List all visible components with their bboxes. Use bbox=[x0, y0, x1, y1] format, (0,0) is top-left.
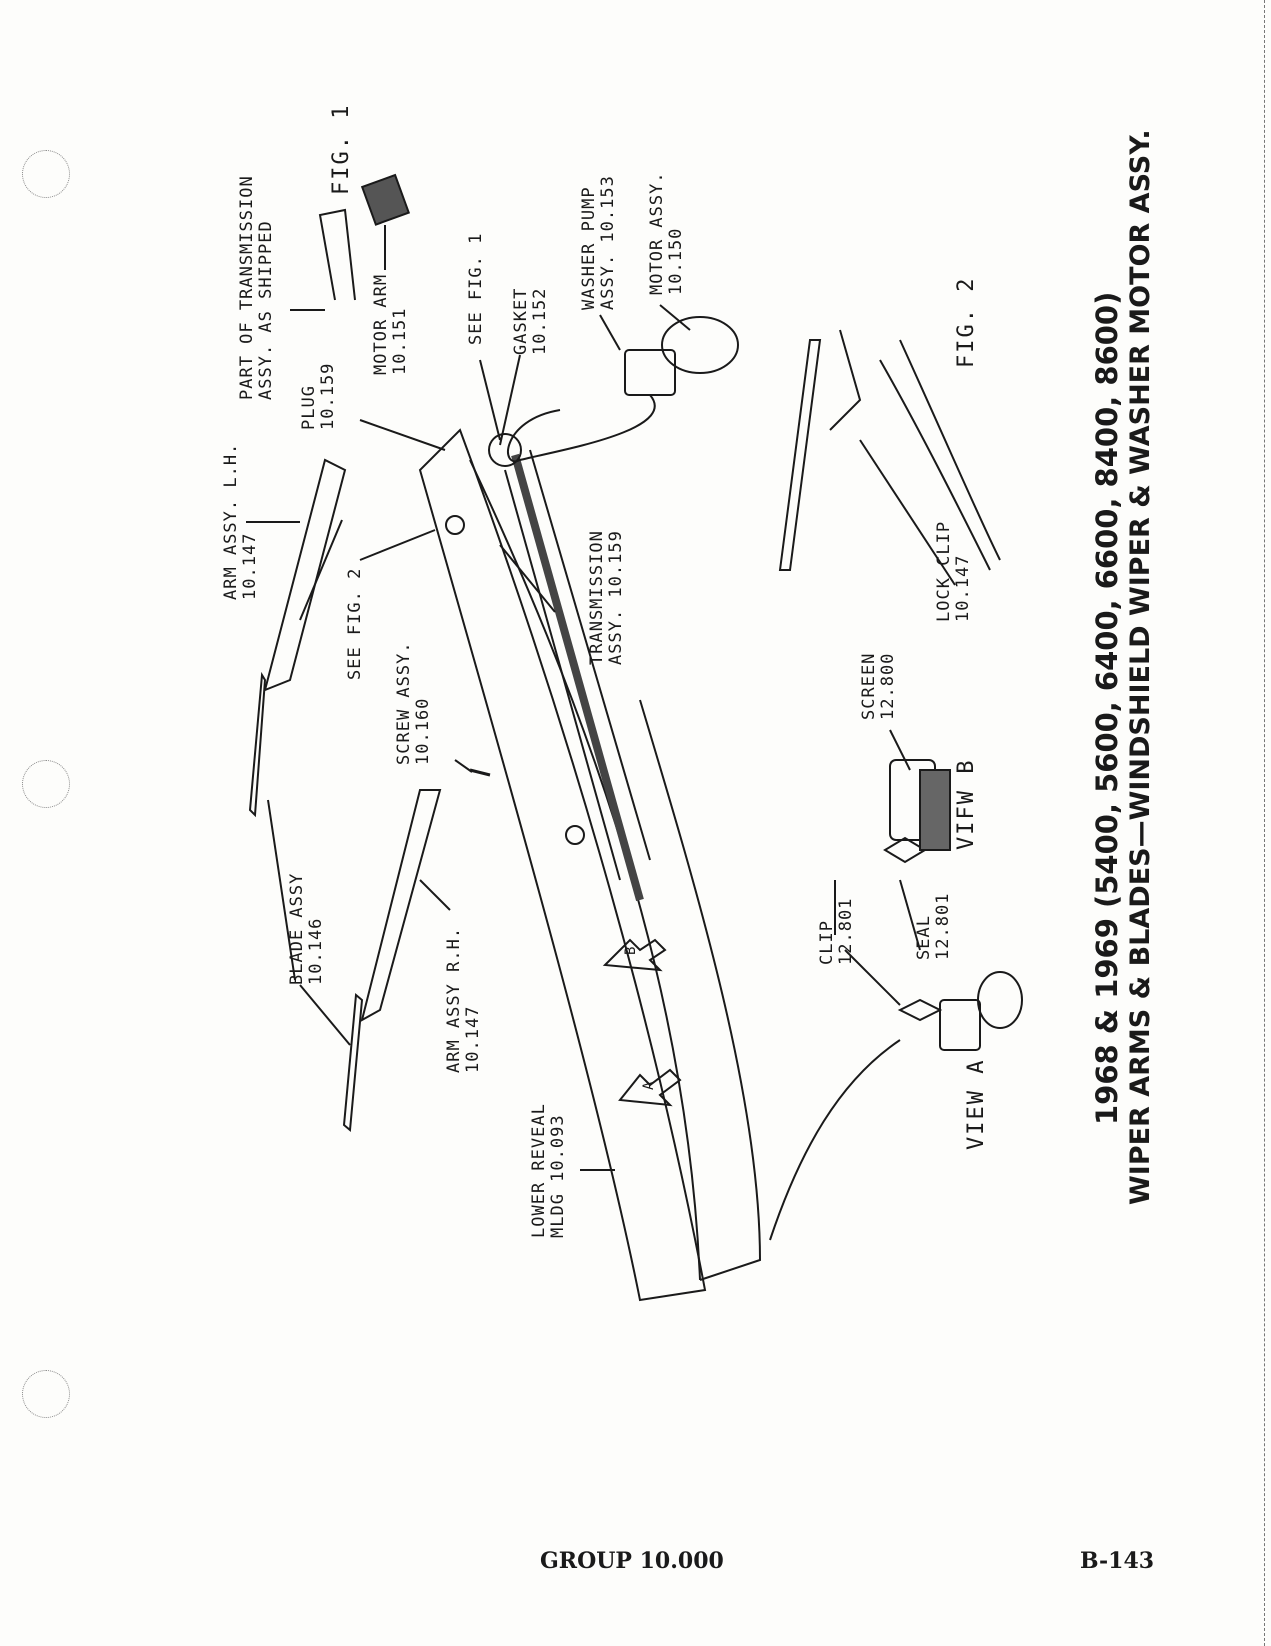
blade-rh bbox=[342, 993, 364, 1132]
callout-screen: SCREEN 12.800 bbox=[859, 652, 898, 720]
view-a-seal bbox=[939, 999, 981, 1051]
fig2-label: FIG. 2 bbox=[954, 276, 979, 368]
gasket-ring bbox=[488, 433, 522, 467]
callout-blade-assy-line2: 10.146 bbox=[306, 917, 326, 985]
callout-plug-line2: 10.159 bbox=[318, 362, 338, 430]
washer-pump-body bbox=[624, 349, 676, 396]
callout-see-fig-1-text: SEE FIG. 1 bbox=[466, 232, 486, 345]
pivot-right bbox=[565, 825, 585, 845]
transmission-linkage bbox=[511, 453, 644, 902]
callout-motor-arm: MOTOR ARM 10.151 bbox=[371, 273, 410, 375]
arrow-a-letter-text: A bbox=[641, 1080, 657, 1090]
callout-clip-line2: 12.801 bbox=[836, 897, 856, 965]
view-a-clip bbox=[897, 998, 943, 1022]
callout-arm-rh-line1: ARM ASSY R.H. bbox=[444, 926, 464, 1073]
callout-motor-assy-line2: 10.150 bbox=[666, 227, 686, 295]
view-b-label-text: VIFW B bbox=[954, 758, 979, 850]
callout-screen-line1: SCREEN bbox=[859, 652, 879, 720]
fig1-motor-arm bbox=[360, 173, 411, 226]
page-number: B-143 bbox=[1080, 1548, 1155, 1574]
callout-screw-assy-line1: SCREW ASSY. bbox=[394, 641, 414, 765]
callout-blade-assy: BLADE ASSY 10.146 bbox=[287, 872, 326, 985]
callout-transmission-line2: ASSY. 10.159 bbox=[606, 530, 626, 665]
callout-gasket-line2: 10.152 bbox=[530, 287, 550, 355]
callout-gasket: GASKET 10.152 bbox=[511, 287, 550, 355]
callout-part-of-transmission-line2: ASSY. AS SHIPPED bbox=[256, 220, 276, 400]
view-a-label: VIEW A bbox=[964, 1058, 989, 1150]
callout-part-of-transmission-line1: PART OF TRANSMISSION bbox=[237, 175, 257, 400]
binder-hole-top bbox=[22, 150, 70, 198]
arm-rh bbox=[360, 789, 442, 1022]
callout-seal-line2: 12.801 bbox=[933, 892, 953, 960]
callout-see-fig-1: SEE FIG. 1 bbox=[466, 232, 486, 345]
callout-screw-assy: SCREW ASSY. 10.160 bbox=[394, 641, 433, 765]
page-title-line1: 1968 & 1969 (5400, 5600, 6400, 6600, 840… bbox=[1090, 291, 1124, 1125]
body-contour bbox=[769, 1039, 901, 1241]
callout-washer-pump: WASHER PUMP ASSY. 10.153 bbox=[579, 175, 618, 310]
callout-seal-line1: SEAL bbox=[914, 915, 934, 960]
callout-lock-clip: LOCK CLIP 10.147 bbox=[934, 520, 973, 622]
callout-transmission: TRANSMISSION ASSY. 10.159 bbox=[587, 530, 626, 665]
view-b-screen bbox=[919, 769, 951, 851]
pivot-left bbox=[445, 515, 465, 535]
callout-plug-line1: PLUG bbox=[299, 385, 319, 430]
arrow-b-letter-text: B bbox=[623, 945, 639, 955]
callout-gasket-line1: GASKET bbox=[511, 287, 531, 355]
arrow-b-shape bbox=[602, 938, 667, 972]
callout-lower-reveal-line1: LOWER REVEAL bbox=[529, 1103, 549, 1238]
fig2-arm bbox=[778, 339, 822, 571]
callout-arm-rh: ARM ASSY R.H. 10.147 bbox=[444, 926, 483, 1073]
fig1-label-text: FIG. 1 bbox=[329, 103, 354, 195]
fig1-label: FIG. 1 bbox=[329, 103, 354, 195]
callout-washer-pump-line1: WASHER PUMP bbox=[579, 186, 599, 310]
page-title-line2: WIPER ARMS & BLADES—WINDSHIELD WIPER & W… bbox=[1125, 129, 1156, 1205]
view-a-label-text: VIEW A bbox=[964, 1058, 989, 1150]
callout-arm-lh-line2: 10.147 bbox=[240, 532, 260, 600]
callout-seal: SEAL 12.801 bbox=[914, 892, 953, 960]
callout-see-fig-2-text: SEE FIG. 2 bbox=[345, 567, 365, 680]
callout-blade-assy-line1: BLADE ASSY bbox=[287, 872, 307, 985]
callout-lower-reveal-line2: MLDG 10.093 bbox=[548, 1114, 568, 1238]
callout-clip: CLIP 12.801 bbox=[817, 897, 856, 965]
fig2-label-text: FIG. 2 bbox=[954, 276, 979, 368]
fig2-body-line bbox=[899, 339, 1001, 561]
blade-lh bbox=[248, 671, 267, 818]
arrow-b-letter: B bbox=[622, 946, 641, 955]
arm-lh bbox=[263, 458, 347, 692]
screw-shaft bbox=[469, 768, 491, 777]
windshield-frame bbox=[639, 699, 762, 1281]
page-edge bbox=[1262, 0, 1265, 1646]
callout-part-of-transmission: PART OF TRANSMISSION ASSY. AS SHIPPED bbox=[237, 175, 276, 400]
callout-see-fig-2: SEE FIG. 2 bbox=[345, 567, 365, 680]
callout-lock-clip-line2: 10.147 bbox=[953, 554, 973, 622]
callout-arm-rh-line2: 10.147 bbox=[463, 1005, 483, 1073]
arrow-a-letter: A bbox=[640, 1081, 659, 1090]
cowl-panel-outline bbox=[418, 428, 707, 1302]
callout-motor-assy-line1: MOTOR ASSY. bbox=[647, 171, 667, 295]
callout-arm-lh: ARM ASSY. L.H. 10.147 bbox=[221, 442, 260, 600]
callout-screen-line2: 12.800 bbox=[878, 652, 898, 720]
washer-motor-body bbox=[661, 316, 739, 374]
binder-hole-bottom bbox=[22, 1370, 70, 1418]
callout-motor-assy: MOTOR ASSY. 10.150 bbox=[647, 171, 686, 295]
callout-motor-arm-line2: 10.151 bbox=[390, 307, 410, 375]
callout-motor-arm-line1: MOTOR ARM bbox=[371, 273, 391, 375]
callout-arm-lh-line1: ARM ASSY. L.H. bbox=[221, 442, 241, 600]
binder-hole-middle bbox=[22, 760, 70, 808]
group-number: GROUP 10.000 bbox=[540, 1548, 724, 1574]
arrow-a-shape bbox=[618, 1068, 682, 1107]
callout-lower-reveal: LOWER REVEAL MLDG 10.093 bbox=[529, 1103, 568, 1238]
callout-transmission-line1: TRANSMISSION bbox=[587, 530, 607, 665]
callout-clip-line1: CLIP bbox=[817, 920, 837, 965]
fig2-bracket bbox=[829, 329, 862, 431]
view-a-screen bbox=[977, 971, 1023, 1029]
fig1-transmission-part bbox=[318, 208, 356, 301]
cowl-inner-edge bbox=[469, 459, 701, 1281]
callout-lock-clip-line1: LOCK CLIP bbox=[934, 520, 954, 622]
callout-screw-assy-line2: 10.160 bbox=[413, 697, 433, 765]
view-b-label: VIFW B bbox=[954, 758, 979, 850]
callout-plug: PLUG 10.159 bbox=[299, 362, 338, 430]
callout-washer-pump-line2: ASSY. 10.153 bbox=[598, 175, 618, 310]
